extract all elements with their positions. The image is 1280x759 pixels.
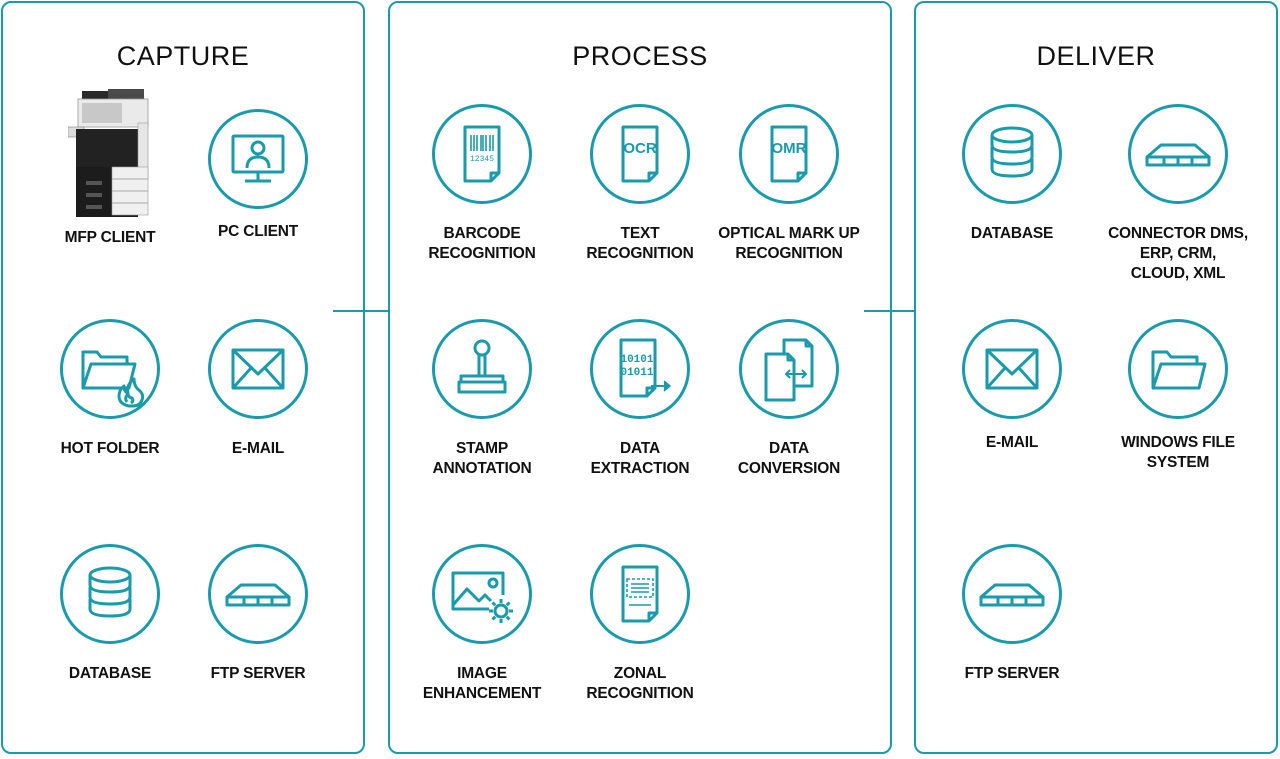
email-icon xyxy=(962,319,1062,419)
mfp-printer-image xyxy=(68,89,149,217)
folder-icon xyxy=(1128,319,1228,419)
label-deliver-email: E-MAIL xyxy=(985,434,1039,451)
database-icon xyxy=(962,104,1062,204)
stamp-icon xyxy=(432,319,532,419)
ftp-server-icon xyxy=(208,544,308,644)
deliver-title: DELIVER xyxy=(1036,41,1156,71)
label-stamp-annotation: STAMP ANNOTATION xyxy=(432,440,532,477)
omr-icon: OMR xyxy=(739,104,839,204)
database-icon xyxy=(60,544,160,644)
binary-line-2: 01011 xyxy=(620,367,653,379)
label-deliver-database: DATABASE xyxy=(970,225,1054,242)
label-ftp-server: FTP SERVER xyxy=(210,665,306,682)
label-image-enhancement: IMAGE ENHANCEMENT xyxy=(422,665,542,702)
label-connector: CONNECTOR DMS, ERP, CRM, CLOUD, XML xyxy=(1108,225,1248,282)
data-conversion-icon xyxy=(739,319,839,419)
label-hot-folder: HOT FOLDER xyxy=(60,440,160,457)
ocr-icon-text: OCR xyxy=(623,140,657,157)
zonal-recognition-icon xyxy=(590,544,690,644)
label-mfp-client: MFP CLIENT xyxy=(64,229,156,246)
process-title: PROCESS xyxy=(572,41,708,71)
label-barcode-recognition: BARCODE RECOGNITION xyxy=(428,225,536,262)
connector-icon xyxy=(1128,104,1228,204)
capture-title: CAPTURE xyxy=(116,41,250,71)
label-text-recognition: TEXT RECOGNITION xyxy=(586,225,694,262)
binary-line-1: 10101 xyxy=(620,354,653,366)
barcode-icon-digits: 12345 xyxy=(470,155,494,164)
data-extraction-icon: 10101 01011 xyxy=(590,319,690,419)
label-windows-file-system: WINDOWS FILE SYSTEM xyxy=(1121,434,1235,471)
barcode-icon: 12345 xyxy=(432,104,532,204)
label-pc-client: PC CLIENT xyxy=(217,223,298,240)
image-enhancement-icon xyxy=(432,544,532,644)
label-database: DATABASE xyxy=(68,665,152,682)
pc-client-icon xyxy=(208,109,308,209)
label-data-extraction: DATA EXTRACTION xyxy=(590,440,690,477)
label-email: E-MAIL xyxy=(231,440,285,457)
label-deliver-ftp-server: FTP SERVER xyxy=(964,665,1060,682)
ftp-server-icon xyxy=(962,544,1062,644)
process-panel: PROCESS 12345 BARCODE RECOGNITION xyxy=(388,1,892,754)
label-zonal-recognition: ZONAL RECOGNITION xyxy=(586,665,694,702)
label-data-conversion: DATA CONVERSION xyxy=(737,440,841,477)
omr-icon-text: OMR xyxy=(772,140,807,157)
label-omr-recognition: OPTICAL MARK UP RECOGNITION xyxy=(718,225,860,262)
ocr-icon: OCR xyxy=(590,104,690,204)
deliver-panel: DELIVER DATABASE CONNECTOR DMS, ERP, CRM… xyxy=(914,1,1278,754)
hot-folder-icon xyxy=(60,319,160,419)
capture-panel: CAPTURE MFP CLIENT xyxy=(1,1,365,754)
email-icon xyxy=(208,319,308,419)
